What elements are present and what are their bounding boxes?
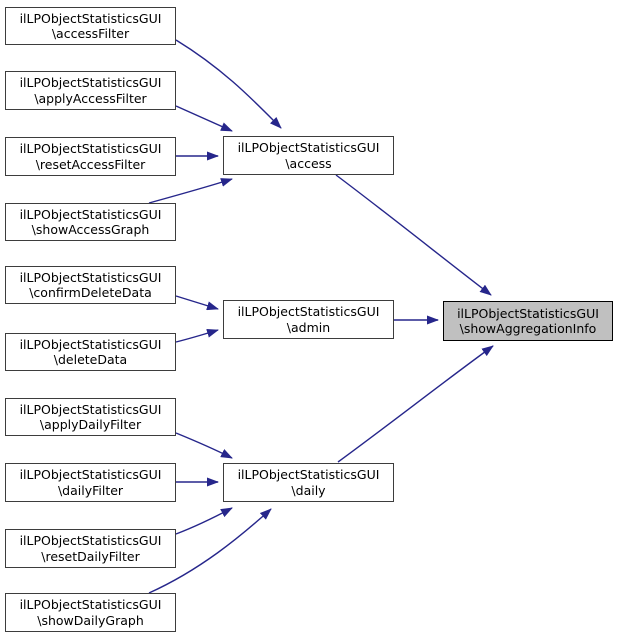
- node-resetAccessFilter[interactable]: ilLPObjectStatisticsGUI\resetAccessFilte…: [5, 137, 176, 176]
- node-access[interactable]: ilLPObjectStatisticsGUI\access: [223, 136, 394, 175]
- node-label-class: ilLPObjectStatisticsGUI: [237, 304, 380, 319]
- node-label-class: ilLPObjectStatisticsGUI: [19, 75, 162, 90]
- node-admin[interactable]: ilLPObjectStatisticsGUI\admin: [223, 300, 394, 339]
- edge-showDailyGraph-to-daily: [148, 508, 272, 594]
- node-confirmDeleteData[interactable]: ilLPObjectStatisticsGUI\confirmDeleteDat…: [5, 266, 176, 304]
- node-label-class: ilLPObjectStatisticsGUI: [237, 467, 380, 482]
- node-label-class: ilLPObjectStatisticsGUI: [457, 305, 599, 321]
- node-label-class: ilLPObjectStatisticsGUI: [19, 533, 162, 548]
- node-label-class: ilLPObjectStatisticsGUI: [237, 140, 380, 155]
- node-label-class: ilLPObjectStatisticsGUI: [19, 597, 162, 612]
- node-label-class: ilLPObjectStatisticsGUI: [19, 336, 162, 352]
- edge-applyAccessFilter-to-access: [175, 105, 233, 132]
- node-label-method: \resetAccessFilter: [35, 156, 146, 172]
- node-label-method: \showAccessGraph: [31, 222, 150, 237]
- node-label-method: \confirmDeleteData: [29, 285, 152, 300]
- edge-resetDailyFilter-to-daily: [175, 507, 233, 535]
- node-label-method: \showAggregationInfo: [459, 321, 597, 336]
- node-label-method: \showDailyGraph: [37, 612, 144, 628]
- node-deleteData[interactable]: ilLPObjectStatisticsGUI\deleteData: [5, 333, 176, 371]
- node-applyAccessFilter[interactable]: ilLPObjectStatisticsGUI\applyAccessFilte…: [5, 71, 176, 110]
- node-label-class: ilLPObjectStatisticsGUI: [19, 467, 162, 482]
- node-label-method: \access: [285, 155, 332, 171]
- node-label-class: ilLPObjectStatisticsGUI: [19, 206, 162, 222]
- edge-showAccessGraph-to-access: [148, 178, 233, 204]
- node-label-method: \daily: [291, 482, 326, 498]
- node-label-method: \admin: [286, 319, 331, 335]
- node-label-method: \deleteData: [53, 352, 128, 367]
- edge-confirmDeleteData-to-admin: [175, 295, 219, 311]
- node-accessFilter[interactable]: ilLPObjectStatisticsGUI\accessFilter: [5, 7, 176, 45]
- edge-deleteData-to-admin: [175, 328, 219, 343]
- edge-accessFilter-to-access: [175, 39, 282, 129]
- node-showAggregationInfo: ilLPObjectStatisticsGUI\showAggregationI…: [443, 301, 613, 341]
- node-label-method: \applyDailyFilter: [39, 417, 142, 432]
- node-showAccessGraph[interactable]: ilLPObjectStatisticsGUI\showAccessGraph: [5, 203, 176, 241]
- node-label-method: \accessFilter: [51, 26, 130, 41]
- node-label-method: \applyAccessFilter: [34, 90, 147, 106]
- node-label-class: ilLPObjectStatisticsGUI: [19, 10, 162, 26]
- edge-access-to-showAggregationInfo: [335, 174, 492, 296]
- edge-applyDailyFilter-to-daily: [175, 432, 233, 459]
- node-daily[interactable]: ilLPObjectStatisticsGUI\daily: [223, 463, 394, 502]
- edge-daily-to-showAggregationInfo: [337, 345, 494, 463]
- node-dailyFilter[interactable]: ilLPObjectStatisticsGUI\dailyFilter: [5, 463, 176, 502]
- node-label-method: \dailyFilter: [57, 482, 124, 498]
- node-showDailyGraph[interactable]: ilLPObjectStatisticsGUI\showDailyGraph: [5, 593, 176, 632]
- node-label-class: ilLPObjectStatisticsGUI: [19, 141, 162, 156]
- node-resetDailyFilter[interactable]: ilLPObjectStatisticsGUI\resetDailyFilter: [5, 529, 176, 568]
- node-label-class: ilLPObjectStatisticsGUI: [19, 401, 162, 417]
- node-applyDailyFilter[interactable]: ilLPObjectStatisticsGUI\applyDailyFilter: [5, 398, 176, 436]
- node-label-method: \resetDailyFilter: [41, 548, 140, 564]
- node-label-class: ilLPObjectStatisticsGUI: [19, 269, 162, 285]
